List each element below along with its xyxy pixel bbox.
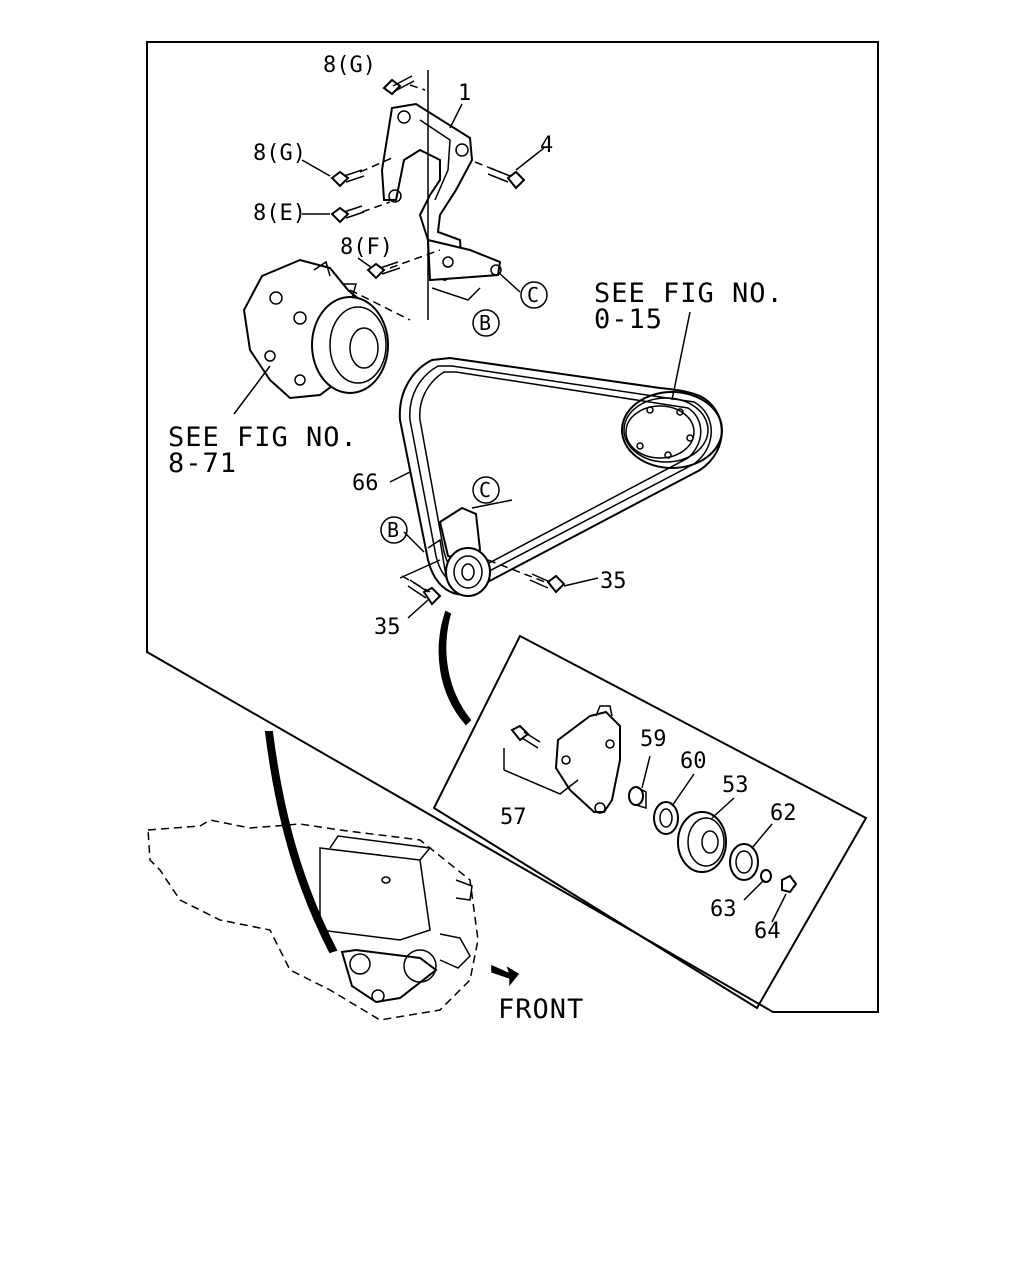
plate-62 — [729, 843, 759, 881]
leader-62 — [751, 823, 773, 849]
bolt-8f — [366, 261, 401, 280]
label-1: 1 — [458, 81, 471, 106]
label-4: 4 — [540, 133, 553, 158]
arrow-to-engine — [264, 731, 338, 954]
bolt-8g-mid — [330, 169, 365, 188]
tensioner-assembly — [427, 506, 491, 597]
bolt-4 — [487, 167, 526, 190]
see-fig-left-line1: SEE FIG NO. — [168, 422, 358, 453]
compressor — [242, 258, 389, 400]
leader-66 — [389, 471, 411, 483]
label-63: 63 — [710, 897, 737, 922]
see-fig-right-line2: 0-15 — [594, 304, 663, 335]
ref-c-top-circle — [520, 281, 548, 309]
engine-outline — [147, 819, 479, 1021]
label-60: 60 — [680, 749, 707, 774]
label-front: FRONT — [498, 994, 584, 1025]
bolt-57 — [510, 724, 541, 749]
leader-dash-4 — [409, 84, 426, 91]
label-35-right: 35 — [600, 569, 627, 594]
leader-dash-3 — [389, 249, 441, 269]
ref-b-top: B — [479, 311, 491, 335]
leader-dash-1 — [359, 157, 393, 173]
leader-8f — [357, 257, 373, 269]
bracket-1 — [380, 102, 502, 282]
leader-c-bottom — [471, 499, 513, 509]
leader-8g-mid — [301, 159, 331, 177]
leader-35-r — [563, 577, 599, 587]
washer-63 — [760, 869, 772, 883]
label-8g-top: 8(G) — [323, 53, 376, 78]
leader-35-l — [407, 599, 429, 619]
leader-53 — [711, 797, 735, 819]
main-frame — [146, 41, 879, 1013]
ref-b-bottom-circle — [380, 516, 408, 544]
see-fig-right-line1: SEE FIG NO. — [594, 278, 784, 309]
bolt-8e — [330, 205, 365, 224]
ref-c-top: C — [527, 283, 539, 307]
leader-c-top — [497, 271, 521, 293]
leader-b-bottom — [399, 531, 441, 579]
washer-60 — [653, 801, 679, 835]
leader-60 — [671, 773, 695, 807]
leader-dash-7 — [487, 559, 546, 583]
leader-dash-6 — [349, 289, 411, 321]
label-64: 64 — [754, 919, 781, 944]
bracket-57 — [554, 705, 621, 814]
nut-64 — [781, 874, 798, 894]
leader-dash-8 — [401, 575, 431, 593]
bushing-59 — [628, 786, 647, 810]
ref-b-bottom: B — [387, 518, 399, 542]
ref-b-top-circle — [472, 309, 500, 337]
arrow-to-detail — [438, 610, 472, 726]
label-57: 57 — [500, 805, 527, 830]
leader-dash-5 — [474, 161, 501, 173]
front-arrow-icon — [491, 964, 520, 987]
label-66: 66 — [352, 471, 379, 496]
label-8e: 8(E) — [253, 201, 306, 226]
detail-inset-frame — [432, 634, 868, 1010]
bolt-35-right — [529, 573, 566, 594]
pulley-53 — [677, 811, 727, 873]
label-35-left: 35 — [374, 615, 401, 640]
label-62: 62 — [770, 801, 797, 826]
bolt-8g-top — [382, 75, 415, 96]
leader-59 — [641, 755, 651, 789]
leader-bracket-b — [431, 287, 481, 301]
label-53: 53 — [722, 773, 749, 798]
leader-see-left — [233, 365, 271, 415]
leader-see-right — [671, 311, 691, 401]
leader-57 — [503, 769, 579, 795]
label-8f: 8(F) — [340, 235, 393, 260]
label-59: 59 — [640, 727, 667, 752]
leader-dash-2 — [361, 201, 391, 213]
leader-4 — [515, 147, 545, 171]
leader-64 — [771, 893, 787, 923]
see-fig-left-line2: 8-71 — [168, 448, 237, 479]
ref-c-bottom-circle — [472, 476, 500, 504]
bolt-35-left — [407, 579, 442, 606]
label-8g-mid: 8(G) — [253, 141, 306, 166]
leader-63 — [743, 879, 765, 901]
leader-1 — [449, 103, 463, 129]
ref-c-bottom: C — [479, 478, 491, 502]
crank-pulley — [621, 391, 723, 469]
